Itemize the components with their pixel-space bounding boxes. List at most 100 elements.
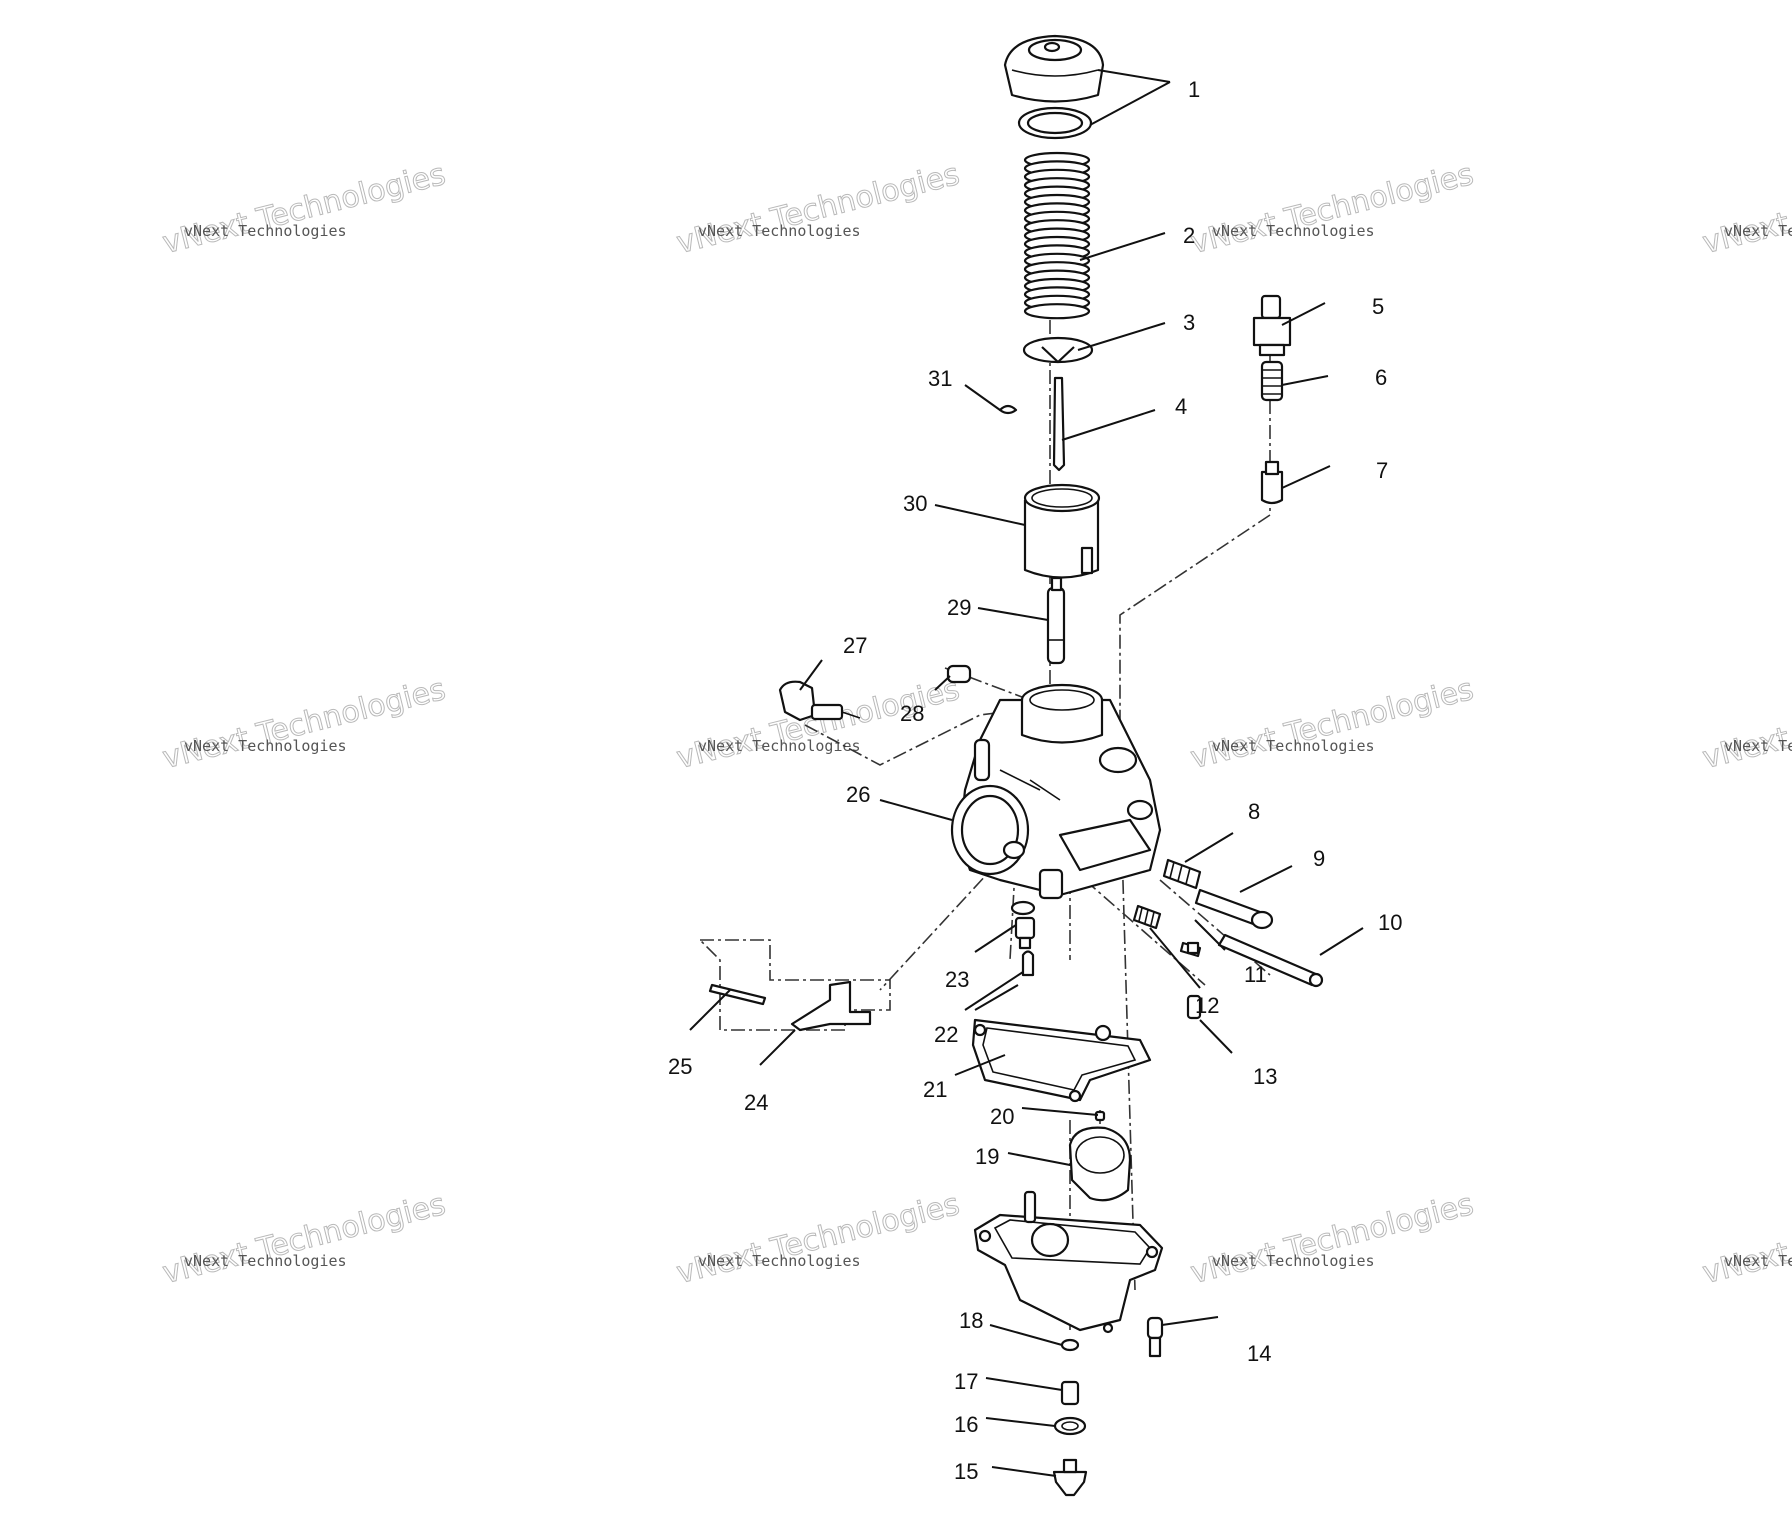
callout-31: 31 xyxy=(928,366,952,391)
callout-18: 18 xyxy=(959,1308,983,1333)
callout-13: 13 xyxy=(1253,1064,1277,1089)
float-bowl-screw xyxy=(1146,1316,1164,1358)
float-retainer xyxy=(1094,1110,1106,1122)
callouts: 1 2 3 4 5 6 7 8 9 10 11 12 13 14 15 16 1… xyxy=(668,77,1402,1484)
needle-valve xyxy=(1021,950,1035,977)
svg-text:vNext Technologies: vNext Technologies xyxy=(1724,737,1792,755)
watermark: vNext Technologies vNext Technologies xyxy=(1187,1186,1478,1291)
callout-23: 23 xyxy=(945,967,969,992)
throttle-slide xyxy=(1023,483,1101,579)
drain-plug xyxy=(1052,1458,1088,1497)
svg-text:vNext Technologies: vNext Technologies xyxy=(1699,157,1792,261)
callout-10: 10 xyxy=(1378,910,1402,935)
callout-1: 1 xyxy=(1188,77,1200,102)
watermark: vNext Technologies vNext Technologies xyxy=(1187,156,1478,261)
callout-11: 11 xyxy=(1244,962,1267,987)
callout-21: 21 xyxy=(923,1077,947,1102)
starter-plunger xyxy=(1260,460,1284,505)
svg-text:vNext Technologies: vNext Technologies xyxy=(1212,222,1375,240)
float-bowl xyxy=(973,1190,1164,1334)
pilot-jet xyxy=(1186,994,1202,1020)
throttle-stop-screw xyxy=(778,680,861,722)
starter-spring xyxy=(1260,360,1284,402)
cap-washer xyxy=(1017,106,1093,140)
svg-text:vNext Technologies: vNext Technologies xyxy=(1187,157,1477,261)
callout-19: 19 xyxy=(975,1144,999,1169)
svg-text:vNext Technologies: vNext Technologies xyxy=(1699,1187,1792,1291)
watermark: vNext Technologies vNext Technologies xyxy=(1699,671,1792,776)
main-jet xyxy=(1014,916,1036,950)
float-pin xyxy=(708,983,767,1006)
callout-29: 29 xyxy=(947,595,971,620)
svg-text:vNext Technologies: vNext Technologies xyxy=(698,1252,861,1270)
watermark: vNext Technologies vNext Technologies xyxy=(1699,156,1792,261)
svg-text:vNext Technologies: vNext Technologies xyxy=(159,672,449,776)
plug-cap xyxy=(946,664,972,684)
callout-7: 7 xyxy=(1376,458,1388,483)
starter-plunger-nut xyxy=(1252,294,1292,357)
callout-6: 6 xyxy=(1375,365,1387,390)
svg-text:vNext Technologies: vNext Technologies xyxy=(1187,1187,1477,1291)
spring-seat xyxy=(1022,336,1094,364)
callout-27: 27 xyxy=(843,633,867,658)
svg-text:vNext Technologies: vNext Technologies xyxy=(184,737,347,755)
callout-16: 16 xyxy=(954,1412,978,1437)
main-jet-washer xyxy=(1010,900,1036,916)
svg-text:vNext Technologies: vNext Technologies xyxy=(184,1252,347,1270)
svg-text:vNext Technologies: vNext Technologies xyxy=(1212,737,1375,755)
pilot-screw xyxy=(1179,941,1202,958)
float-lever xyxy=(790,980,872,1032)
callout-30: 30 xyxy=(903,491,927,516)
callout-25: 25 xyxy=(668,1054,692,1079)
callout-12: 12 xyxy=(1195,993,1219,1018)
needle-jet xyxy=(1046,576,1066,665)
callout-28: 28 xyxy=(900,701,924,726)
svg-text:vNext Technologies: vNext Technologies xyxy=(1212,1252,1375,1270)
svg-text:vNext Technologies: vNext Technologies xyxy=(698,737,861,755)
drain-tube xyxy=(1217,933,1324,988)
float-bowl-gasket xyxy=(971,1018,1152,1103)
svg-text:vNext Technologies: vNext Technologies xyxy=(1724,222,1792,240)
float xyxy=(1068,1126,1132,1202)
svg-text:vNext Technologies: vNext Technologies xyxy=(698,222,861,240)
callout-4: 4 xyxy=(1175,394,1187,419)
callout-3: 3 xyxy=(1183,310,1195,335)
callout-22: 22 xyxy=(934,1022,958,1047)
svg-text:vNext Technologies: vNext Technologies xyxy=(1187,672,1477,776)
watermark: vNext Technologies vNext Technologies xyxy=(159,671,450,776)
svg-text:vNext Technologies: vNext Technologies xyxy=(1724,1252,1792,1270)
drain-plug-washer-small xyxy=(1060,1338,1080,1352)
needle-clip xyxy=(998,404,1018,415)
callout-9: 9 xyxy=(1313,846,1325,871)
watermark: vNext Technologies vNext Technologies xyxy=(1699,1186,1792,1291)
parts xyxy=(708,34,1324,1497)
svg-text:vNext Technologies: vNext Technologies xyxy=(159,1187,449,1291)
svg-text:vNext Technologies: vNext Technologies xyxy=(1699,672,1792,776)
drain-plug-o-ring xyxy=(1053,1416,1087,1436)
callout-24: 24 xyxy=(744,1090,768,1115)
watermark: vNext Technologies vNext Technologies xyxy=(159,156,450,261)
carburetor-cap xyxy=(1003,34,1105,103)
svg-text:vNext Technologies: vNext Technologies xyxy=(159,157,449,261)
watermark: vNext Technologies vNext Technologies xyxy=(159,1186,450,1291)
pilot-screw-spring xyxy=(1132,904,1162,930)
throttle-spring xyxy=(1023,151,1091,320)
callout-17: 17 xyxy=(954,1369,978,1394)
callout-5: 5 xyxy=(1372,294,1384,319)
svg-text:vNext Technologies: vNext Technologies xyxy=(673,1187,963,1291)
svg-text:vNext Technologies: vNext Technologies xyxy=(673,157,963,261)
leader-lines xyxy=(689,69,1364,1477)
air-screw xyxy=(1194,888,1274,930)
watermark-layer: vNext Technologies vNext Technologies vN… xyxy=(159,156,1792,1291)
svg-text:vNext Technologies: vNext Technologies xyxy=(184,222,347,240)
callout-14: 14 xyxy=(1247,1341,1271,1366)
callout-26: 26 xyxy=(846,782,870,807)
callout-2: 2 xyxy=(1183,223,1195,248)
callout-15: 15 xyxy=(954,1459,978,1484)
callout-8: 8 xyxy=(1248,799,1260,824)
watermark: vNext Technologies vNext Technologies xyxy=(673,1186,964,1291)
watermark: vNext Technologies vNext Technologies xyxy=(673,156,964,261)
air-screw-spring xyxy=(1162,858,1202,890)
watermark: vNext Technologies vNext Technologies xyxy=(1187,671,1478,776)
